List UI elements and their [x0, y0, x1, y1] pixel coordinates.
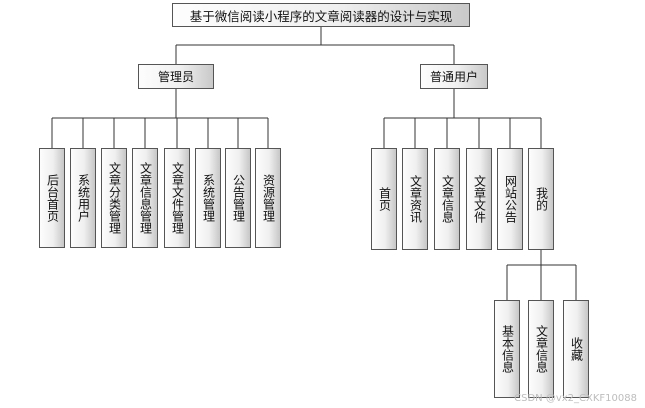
mine-item-favorites: 收藏: [563, 300, 589, 398]
admin-item-resource-mgmt: 资源管理: [255, 148, 281, 248]
user-item-article-file: 文章文件: [466, 148, 492, 250]
admin-item-system-mgmt: 系统管理: [195, 148, 221, 248]
user-item-article-news: 文章资讯: [402, 148, 428, 250]
user-item-article-info: 文章信息: [434, 148, 460, 250]
user-node: 普通用户: [420, 64, 488, 89]
mine-item-basic-info: 基本信息: [494, 300, 520, 398]
admin-item-article-file-mgmt: 文章文件管理: [164, 148, 190, 248]
mine-item-article-info: 文章信息: [528, 300, 554, 398]
watermark: CSDN @vx2_CXKF10088: [514, 393, 637, 404]
admin-item-article-info-mgmt: 文章信息管理: [132, 148, 158, 248]
root-node: 基于微信阅读小程序的文章阅读器的设计与实现: [172, 3, 470, 27]
admin-item-system-users: 系统用户: [70, 148, 96, 248]
user-item-mine: 我的: [528, 148, 554, 250]
admin-node: 管理员: [138, 64, 214, 89]
user-item-site-notice: 网站公告: [497, 148, 523, 250]
user-item-home: 首页: [371, 148, 397, 250]
admin-item-dashboard: 后台首页: [39, 148, 65, 248]
admin-item-notice-mgmt: 公告管理: [225, 148, 251, 248]
admin-item-category-mgmt: 文章分类管理: [101, 148, 127, 248]
